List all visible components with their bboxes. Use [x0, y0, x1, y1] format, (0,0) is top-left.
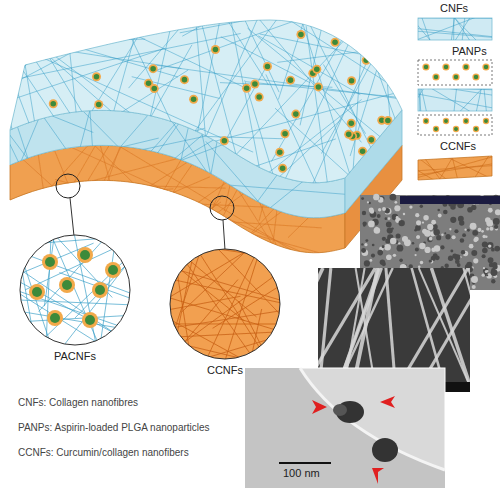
detail-circle: PACNFs — [15, 232, 135, 367]
legend-text: CCNFs: Curcumin/collagen nanofibers — [18, 446, 189, 459]
layer-label: CNFs — [440, 2, 468, 15]
circle-label: CCNFs — [165, 364, 285, 377]
scale-bar-label: 100 nm — [283, 467, 320, 480]
legend-text: PANPs: Aspirin-loaded PLGA nanoparticles — [18, 421, 210, 434]
circle-label: PACNFs — [15, 350, 135, 363]
circle-outline — [165, 246, 285, 381]
layer-label: PANPs — [452, 45, 487, 58]
legend-text: CNFs: Collagen nanofibres — [18, 396, 138, 409]
detail-circle: CCNFs — [165, 246, 285, 381]
layer-label: CCNFs — [440, 140, 476, 153]
circle-outline — [15, 232, 135, 367]
